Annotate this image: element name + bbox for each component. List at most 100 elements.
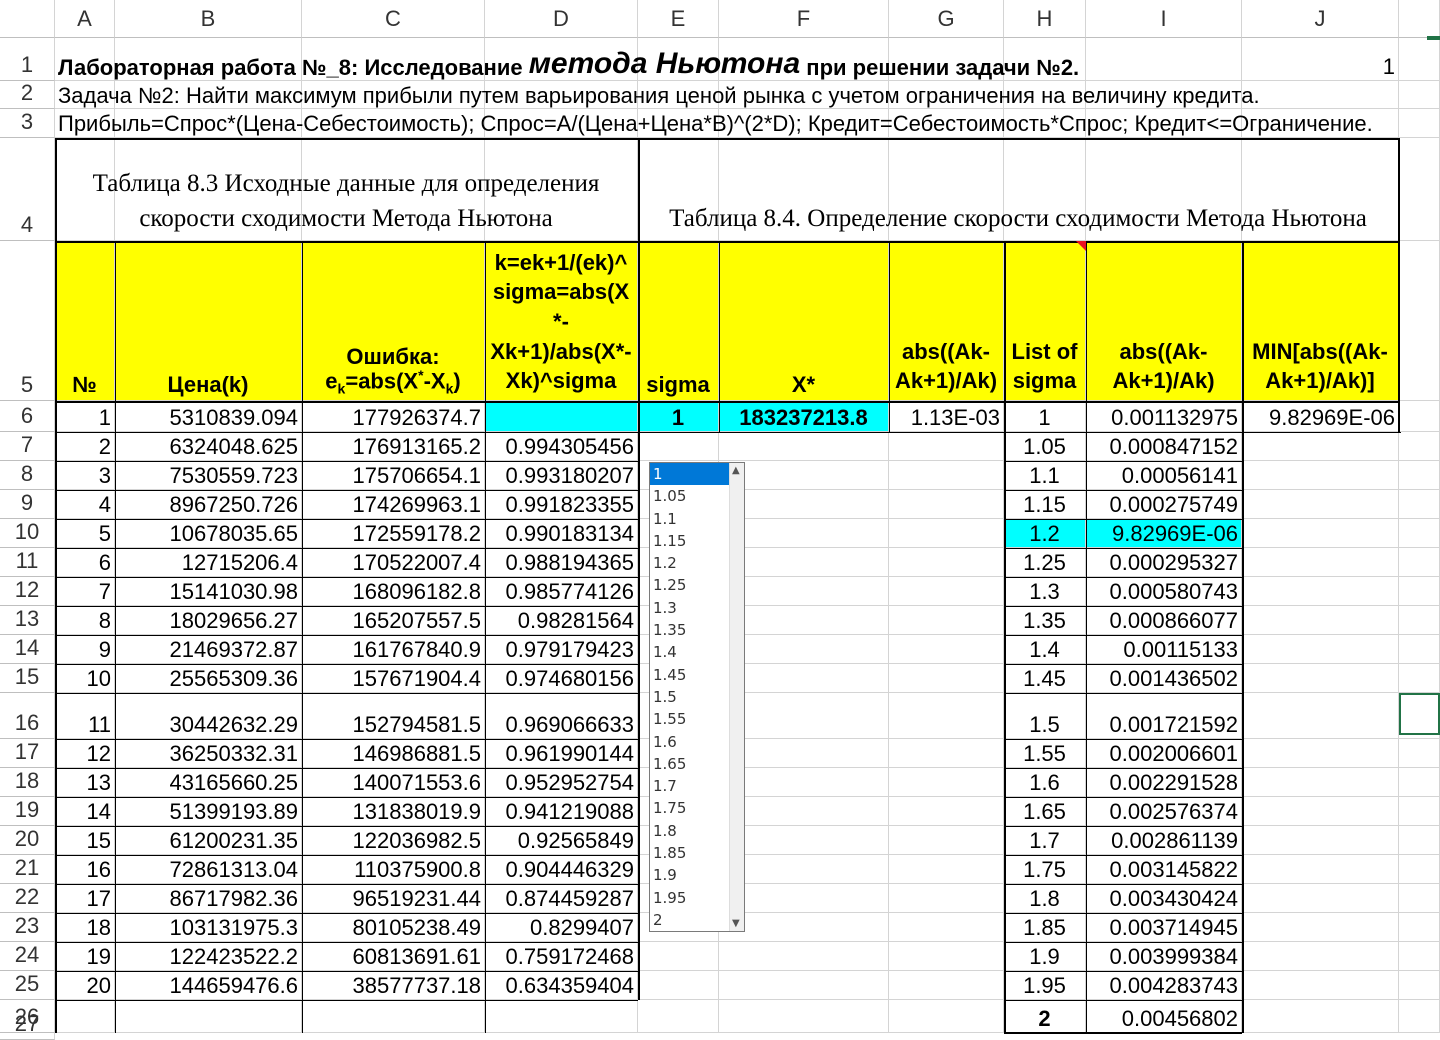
sigma-list-item[interactable]: 1.25 [1004,548,1086,577]
grid-cell[interactable] [889,81,1004,109]
listbox-option[interactable]: 1.35 [653,621,687,640]
grid-cell[interactable] [889,971,1004,1000]
sigma-list-item[interactable]: 1.7 [1004,826,1086,855]
column-header-e[interactable]: E [638,0,719,38]
grid-cell[interactable] [1399,826,1440,855]
sigma-list-value[interactable]: 0.00456802 [1086,1000,1242,1033]
sigma-list-item[interactable]: 2 [1004,1000,1086,1033]
sigma-list-value[interactable]: 0.001436502 [1086,664,1242,693]
table-8-3-error[interactable]: 152794581.5 [302,693,485,739]
sigma-list-item[interactable]: 1.15 [1004,490,1086,519]
grid-cell[interactable] [719,855,889,884]
grid-cell[interactable] [889,548,1004,577]
grid-cell[interactable] [889,913,1004,942]
column-header-a[interactable]: A [55,0,115,38]
grid-cell[interactable] [115,81,302,109]
grid-cell[interactable] [719,432,889,461]
grid-cell[interactable] [1399,490,1440,519]
grid-cell[interactable] [638,971,719,1000]
table-8-3-error[interactable]: 172559178.2 [302,519,485,548]
grid-cell[interactable] [1242,490,1399,519]
grid-cell[interactable] [719,664,889,693]
grid-cell[interactable] [719,693,889,739]
select-all-corner[interactable] [0,0,55,38]
table-8-3-price[interactable]: 103131975.3 [115,913,302,942]
row-header-16[interactable]: 16 [0,693,55,739]
grid-cell[interactable] [719,635,889,664]
row-header-27[interactable]: 27 [0,1013,55,1040]
task-description[interactable]: Задача №2: Найти максимум прибыли путем … [55,81,1440,109]
row-header-6[interactable]: 6 [0,401,55,432]
grid-cell[interactable] [1242,519,1399,548]
table-8-3-convergence[interactable]: 0.941219088 [485,797,638,826]
table-8-3-number[interactable]: 13 [55,768,115,797]
grid-cell[interactable] [889,635,1004,664]
table-8-3-convergence[interactable]: 0.952952754 [485,768,638,797]
grid-cell[interactable] [1399,913,1440,942]
min-value[interactable]: 9.82969E-06 [1242,401,1399,432]
sigma-list-item[interactable]: 1.95 [1004,971,1086,1000]
table-8-3-number[interactable]: 5 [55,519,115,548]
lab-title[interactable]: Лабораторная работа №_8: Исследование ме… [55,38,1242,81]
sigma-list-item[interactable]: 1.3 [1004,577,1086,606]
header-list-of-sigma[interactable]: List of sigma [1004,241,1086,401]
sigma-list-item[interactable]: 1.05 [1004,432,1086,461]
row-header-5[interactable]: 5 [0,241,55,401]
table-8-3-error[interactable]: 140071553.6 [302,768,485,797]
comment-indicator-icon[interactable] [1076,241,1086,251]
table-8-3-error[interactable]: 175706654.1 [302,461,485,490]
row-header-12[interactable]: 12 [0,577,55,606]
row-header-22[interactable]: 22 [0,884,55,913]
grid-cell[interactable] [889,855,1004,884]
grid-cell[interactable] [55,81,115,109]
column-header-i[interactable]: I [1086,0,1242,38]
table-8-3-number[interactable]: 14 [55,797,115,826]
row-header-15[interactable]: 15 [0,664,55,693]
listbox-option[interactable]: 1.9 [653,866,677,885]
grid-cell[interactable] [889,826,1004,855]
sigma-list-value[interactable]: 0.003999384 [1086,942,1242,971]
grid-cell[interactable] [1399,942,1440,971]
table-8-3-number[interactable]: 16 [55,855,115,884]
active-cell-k1[interactable] [1427,36,1440,40]
sigma-list-item[interactable]: 1.6 [1004,768,1086,797]
table-8-3-error[interactable]: 177926374.7 [302,401,485,432]
grid-cell[interactable] [55,38,115,81]
table-8-3-price[interactable]: 15141030.98 [115,577,302,606]
row-header-20[interactable]: 20 [0,826,55,855]
table-8-3-error[interactable]: 170522007.4 [302,548,485,577]
table-8-3-convergence[interactable]: 0.8299407 [485,913,638,942]
column-header-j[interactable]: J [1242,0,1399,38]
grid-cell[interactable] [1399,971,1440,1000]
grid-cell[interactable] [1399,577,1440,606]
table-8-3-error[interactable]: 176913165.2 [302,432,485,461]
row-header-4[interactable]: 4 [0,138,55,241]
grid-cell[interactable] [485,81,638,109]
sigma-list-value[interactable]: 0.00115133 [1086,635,1242,664]
grid-cell[interactable] [1242,635,1399,664]
table-8-4-title[interactable]: Таблица 8.4. Определение скорости сходим… [638,138,1399,241]
column-header-b[interactable]: B [115,0,302,38]
grid-cell[interactable] [1399,519,1440,548]
sigma-list-item[interactable]: 1.55 [1004,739,1086,768]
listbox-option[interactable]: 1.05 [653,487,687,506]
header-convergence-a[interactable]: k=ek+1/(ek)^ sigma=abs(X *-Xk+1)/abs(X*-… [485,241,638,401]
listbox-option[interactable]: 2 [653,910,663,929]
grid-cell[interactable] [1399,38,1440,81]
scroll-up-icon[interactable]: ▲ [732,465,740,476]
table-8-3-convergence[interactable]: 0.98281564 [485,606,638,635]
table-8-3-number[interactable]: 12 [55,739,115,768]
listbox-option[interactable]: 1.2 [653,554,677,573]
grid-cell[interactable] [1242,768,1399,797]
table-8-3-error[interactable]: 168096182.8 [302,577,485,606]
listbox-option[interactable]: 1.15 [653,531,687,550]
table-8-3-convergence[interactable]: 0.979179423 [485,635,638,664]
sigma-list-value[interactable]: 0.003145822 [1086,855,1242,884]
grid-cell[interactable] [1399,884,1440,913]
table-8-3-convergence[interactable]: 0.961990144 [485,739,638,768]
x-star-value[interactable]: 183237213.8 [719,401,889,432]
table-8-3-convergence[interactable]: 0.974680156 [485,664,638,693]
table-8-3-price[interactable]: 122423522.2 [115,942,302,971]
table-8-3-convergence[interactable]: 0.988194365 [485,548,638,577]
table-8-3-price[interactable]: 6324048.625 [115,432,302,461]
